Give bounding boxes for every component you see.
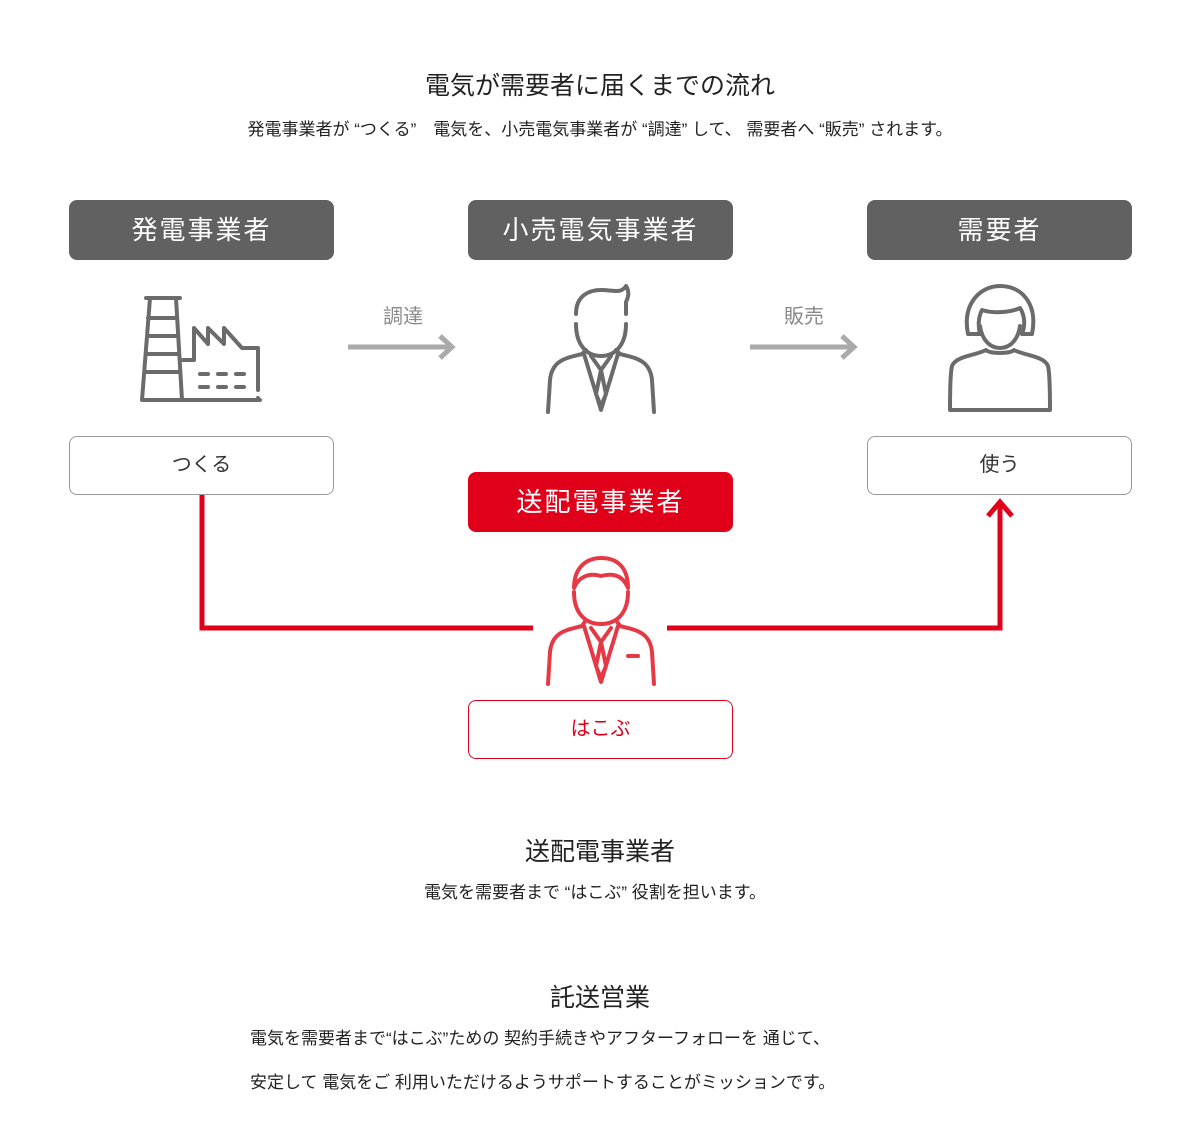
consumer-action: 使う bbox=[867, 436, 1132, 495]
procure-arrow bbox=[348, 334, 456, 360]
retailer-header: 小売電気事業者 bbox=[468, 200, 733, 260]
generator-header: 発電事業者 bbox=[69, 200, 334, 260]
transmission-header: 送配電事業者 bbox=[468, 472, 733, 532]
transmission-staff-icon bbox=[546, 556, 656, 686]
businessman-icon bbox=[546, 284, 656, 414]
procure-label: 調達 bbox=[383, 306, 423, 328]
section1-text: 電気を需要者まで “はこぶ” 役割を担います。 bbox=[423, 883, 767, 902]
section1-title: 送配電事業者 bbox=[524, 838, 675, 866]
page-subtitle: 発電事業者が “つくる” 電気を、小売電気事業者が “調達” して、 需要者へ … bbox=[247, 120, 953, 139]
delivery-flow-line bbox=[199, 495, 1014, 631]
factory-icon bbox=[140, 296, 262, 402]
section2-line1: 電気を需要者まで“はこぶ”ための 契約手続きやアフターフォローを 通じて、 bbox=[250, 1029, 830, 1048]
sell-label: 販売 bbox=[784, 306, 824, 328]
sell-arrow bbox=[750, 334, 858, 360]
consumer-header: 需要者 bbox=[867, 200, 1132, 260]
section2-line2: 安定して 電気をご 利用いただけるようサポートすることがミッションです。 bbox=[250, 1073, 836, 1092]
section2-title: 託送営業 bbox=[549, 984, 650, 1012]
consumer-icon bbox=[948, 284, 1052, 412]
page-title: 電気が需要者に届くまでの流れ bbox=[424, 72, 775, 100]
transmission-action: はこぶ bbox=[468, 700, 733, 759]
generator-action: つくる bbox=[69, 436, 334, 495]
